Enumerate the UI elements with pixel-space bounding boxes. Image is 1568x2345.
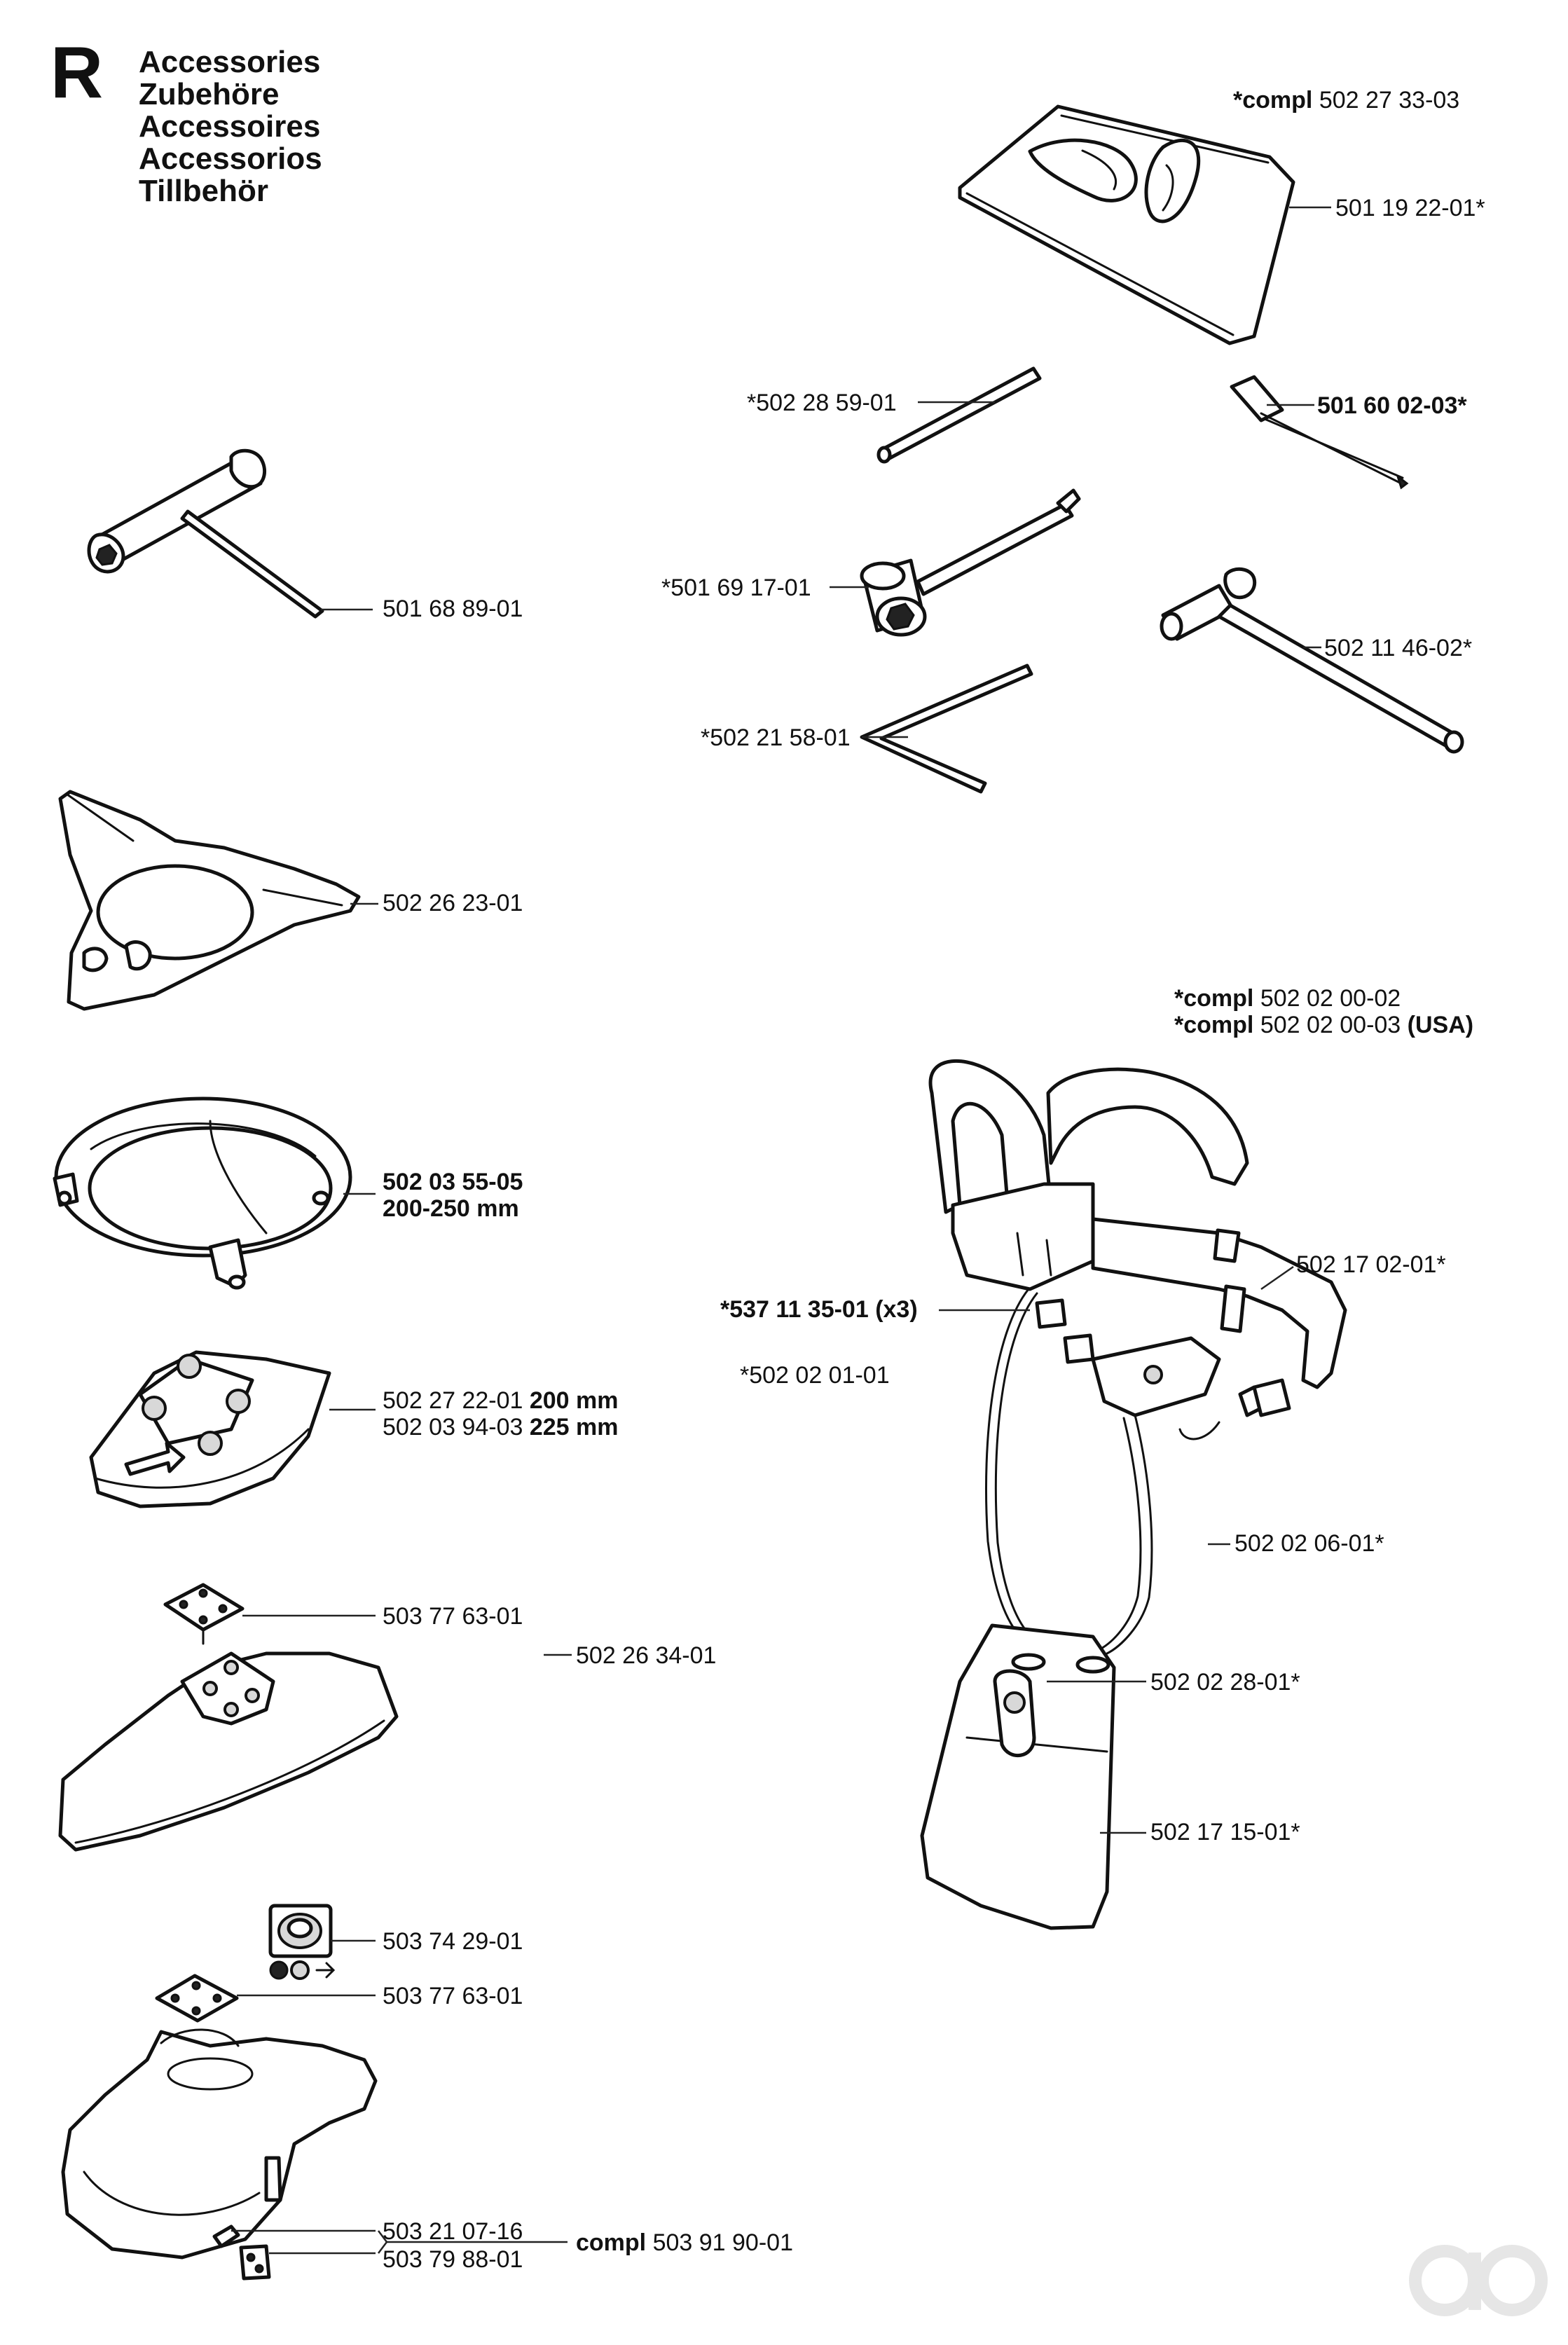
guard-ring-drawing bbox=[53, 1096, 352, 1290]
label-knife-2: 503 79 88-01 bbox=[383, 2246, 523, 2273]
plate-lower-drawing bbox=[155, 1974, 239, 2023]
label-rod: *502 28 59-01 bbox=[747, 390, 897, 416]
label-trimmer-head: 503 74 29-01 bbox=[383, 1928, 523, 1955]
title-sv: Tillbehör bbox=[139, 174, 268, 208]
section-titles: Accessories Zubehöre Accessoires Accesso… bbox=[139, 46, 322, 207]
hex-key-drawing bbox=[860, 663, 1033, 794]
title-de: Zubehöre bbox=[139, 77, 280, 111]
knife-parts-drawing bbox=[212, 2224, 271, 2281]
title-en: Accessories bbox=[139, 45, 321, 79]
combi-wrench-drawing bbox=[1160, 567, 1464, 754]
rod-drawing bbox=[876, 366, 1042, 464]
section-letter: R bbox=[50, 32, 104, 114]
label-guard-ring-size: 200-250 mm bbox=[383, 1195, 519, 1222]
label-hex-key: *502 21 58-01 bbox=[701, 724, 851, 751]
support-cup-drawing bbox=[58, 790, 361, 1011]
label-large-guard: 502 26 34-01 bbox=[576, 1642, 717, 1669]
large-guard-drawing bbox=[58, 1651, 399, 1852]
label-tool-bag-compl: *compl 502 27 33-03 bbox=[1233, 87, 1460, 114]
label-knife-1: 503 21 07-16 bbox=[383, 2218, 523, 2245]
tool-bag-drawing bbox=[958, 104, 1295, 345]
label-socket-wrench: *501 69 17-01 bbox=[661, 575, 811, 601]
label-harness-cord: 502 02 06-01* bbox=[1235, 1530, 1384, 1557]
label-hip-pad: 502 17 15-01* bbox=[1150, 1819, 1300, 1845]
label-small-guard-2: 502 03 94-03 225 mm bbox=[383, 1414, 619, 1440]
trimmer-head-drawing bbox=[268, 1904, 336, 1980]
label-support-cup: 502 26 23-01 bbox=[383, 890, 523, 916]
small-guard-drawing bbox=[89, 1350, 331, 1508]
trimmer-guard-drawing bbox=[61, 2028, 378, 2260]
label-plate-lower: 503 77 63-01 bbox=[383, 1983, 523, 2009]
label-combi-wrench: 502 11 46-02* bbox=[1324, 635, 1473, 661]
leader-lines bbox=[231, 206, 1331, 2255]
label-buckle: 502 17 02-01* bbox=[1296, 1251, 1446, 1278]
screwdriver-drawing bbox=[1230, 375, 1409, 490]
label-harness-compl-2: *compl 502 02 00-03 (USA) bbox=[1174, 1012, 1474, 1038]
ao-logo-watermark-icon bbox=[1409, 2245, 1548, 2316]
label-plate-upper: 503 77 63-01 bbox=[383, 1603, 523, 1630]
label-harness-compl-1: *compl 502 02 00-02 bbox=[1174, 985, 1401, 1012]
label-small-guard-1: 502 27 22-01 200 mm bbox=[383, 1387, 619, 1414]
title-fr: Accessoires bbox=[139, 109, 321, 144]
label-harness-strap: *502 02 01-01 bbox=[740, 1362, 890, 1389]
socket-wrench-drawing bbox=[860, 488, 1081, 637]
label-guard-ring-number: 502 03 55-05 bbox=[383, 1169, 523, 1195]
label-t-wrench: 501 68 89-01 bbox=[383, 596, 523, 622]
label-trimmer-guard-compl: compl 503 91 90-01 bbox=[576, 2229, 793, 2256]
t-wrench-drawing bbox=[87, 448, 324, 619]
label-harness-hook: 502 02 28-01* bbox=[1150, 1669, 1300, 1696]
label-screwdriver: 501 60 02-03* bbox=[1317, 392, 1467, 419]
plate-upper-drawing bbox=[163, 1583, 245, 1645]
harness-drawing bbox=[920, 1059, 1347, 1930]
label-hook: *537 11 35-01 (x3) bbox=[720, 1296, 918, 1323]
label-tool-bag: 501 19 22-01* bbox=[1335, 195, 1485, 221]
title-es: Accessorios bbox=[139, 142, 322, 176]
